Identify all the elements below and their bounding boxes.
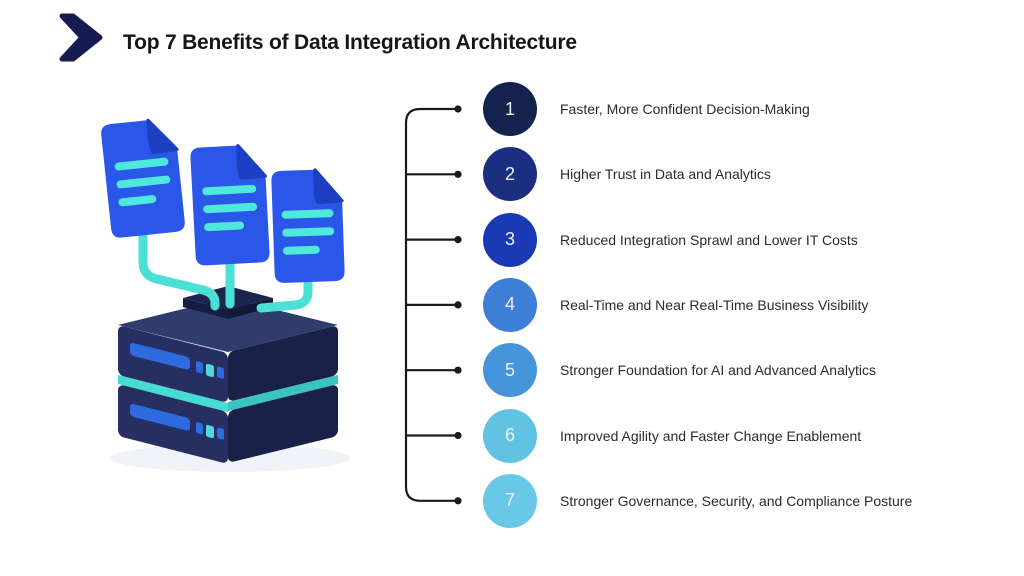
benefit-number: 1 [504,98,515,119]
benefit-label: Higher Trust in Data and Analytics [560,166,771,183]
connector-dot [454,236,462,244]
page-title: Top 7 Benefits of Data Integration Archi… [123,31,577,54]
connector-dot [454,497,462,505]
data-integration-illustration [101,118,350,472]
connector-dot [454,105,462,113]
document-icon [190,144,270,266]
connector-dot [454,301,462,309]
benefit-label: Faster, More Confident Decision-Making [560,101,810,117]
document-icon [101,118,185,238]
benefit-label: Reduced Integration Sprawl and Lower IT … [560,231,858,248]
benefit-number-circle: 1 [483,82,537,136]
benefit-number-circle: 6 [483,408,537,463]
benefit-row: 3 Reduced Integration Sprawl and Lower I… [405,212,1015,267]
connector-dot [454,170,462,178]
chevron-right-icon [59,13,103,62]
benefit-number: 4 [504,294,515,315]
connector-dot [454,366,462,374]
server-illustration [118,286,338,463]
benefit-number: 2 [504,163,515,184]
benefit-number-circle: 7 [483,473,537,528]
connector-dot [454,431,462,440]
benefit-row: 4 Real-Time and Near Real-Time Business … [405,277,1015,332]
benefit-label: Stronger Governance, Security, and Compl… [560,492,913,509]
benefit-number-circle: 3 [483,212,537,267]
benefit-number-circle: 4 [483,277,537,332]
benefit-number: 3 [504,229,515,250]
benefit-number-circle: 5 [483,343,537,398]
benefit-number: 5 [504,359,515,380]
document-icon [271,168,345,283]
benefit-row: 5 Stronger Foundation for AI and Advance… [405,343,1015,398]
document-icons [101,118,345,283]
connector-lines [404,105,462,505]
benefit-number-circle: 2 [483,147,537,202]
benefit-label: Improved Agility and Faster Change Enabl… [560,427,862,444]
benefit-label: Real-Time and Near Real-Time Business Vi… [560,296,869,313]
benefits-list: 1 Faster, More Confident Decision-Making… [404,82,1015,552]
benefit-number: 7 [504,490,515,511]
benefit-row: 7 Stronger Governance, Security, and Com… [405,473,1015,528]
benefit-row: 2 Higher Trust in Data and Analytics [405,147,1015,202]
benefit-number: 6 [504,425,515,445]
benefit-label: Stronger Foundation for AI and Advanced … [560,362,876,379]
benefit-row: 1 Faster, More Confident Decision-Making [405,82,1015,136]
benefit-row: 6 Improved Agility and Faster Change Ena… [405,408,1015,463]
